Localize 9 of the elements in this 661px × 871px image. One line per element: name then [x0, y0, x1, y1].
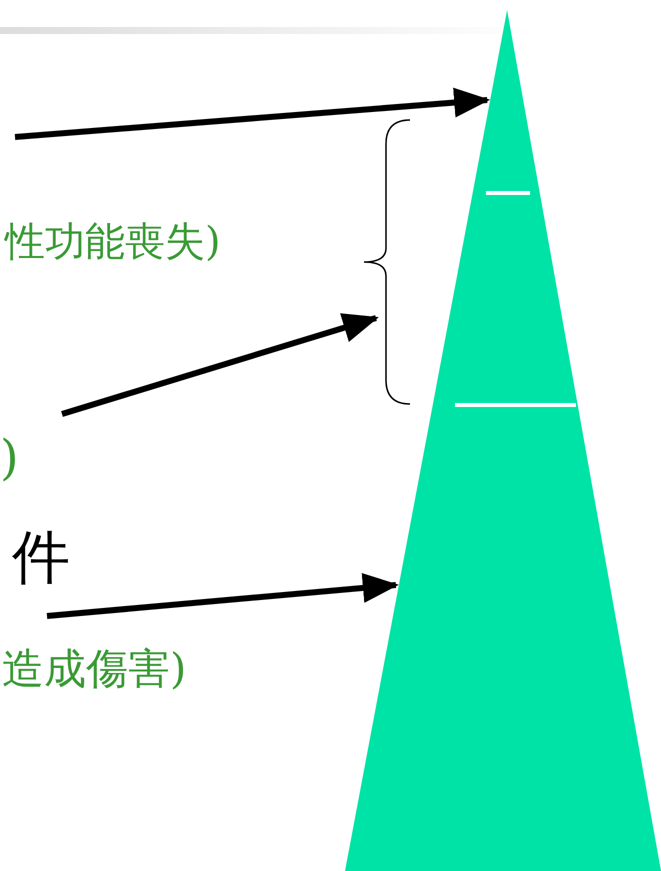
- label-text: 件: [12, 528, 70, 586]
- triangle-shape: [345, 10, 661, 871]
- arrow: [61, 313, 379, 417]
- arrow: [14, 88, 490, 140]
- label-text: 造成傷害): [2, 648, 186, 690]
- label-text: ): [0, 434, 19, 482]
- label-text: 性功能喪失): [5, 222, 221, 262]
- curly-brace: [362, 118, 412, 406]
- arrow: [46, 572, 399, 619]
